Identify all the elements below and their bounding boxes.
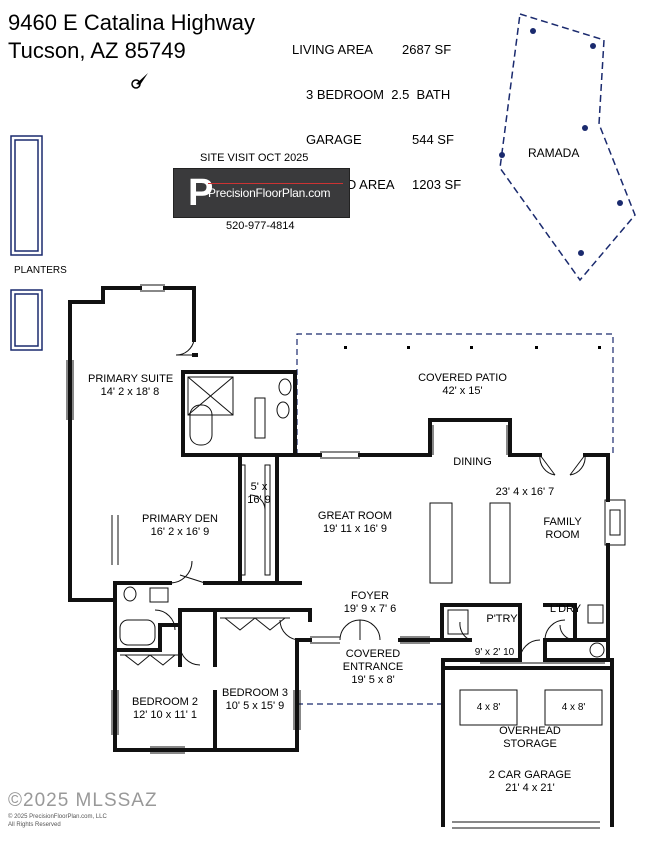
stat-value: 1203 SF — [412, 177, 462, 192]
compass-icon — [130, 70, 150, 90]
planter-icons — [10, 135, 43, 351]
mls-watermark: ©2025 MLSSAZ — [8, 790, 158, 811]
room-hall-closet: 9' x 2' 10 — [474, 647, 515, 658]
address-line-1: 9460 E Catalina Highway — [8, 10, 256, 35]
walls — [68, 286, 614, 827]
stat-label: LIVING AREA — [292, 42, 373, 57]
ramada-label: RAMADA — [528, 146, 580, 160]
logo-letter: P — [188, 172, 214, 214]
company-logo: P PrecisionFloorPlan.com — [173, 168, 350, 218]
stat-label: 3 BEDROOM 2.5 BATH — [306, 87, 451, 102]
site-visit-label: SITE VISIT OCT 2025 — [200, 152, 309, 164]
planters-label: PLANTERS — [14, 265, 67, 276]
room-dining: DINING — [453, 456, 492, 468]
stat-value: 2687 SF — [402, 42, 452, 57]
logo-text: PrecisionFloorPlan.com — [208, 186, 331, 200]
room-pantry: P'TRY — [486, 613, 518, 625]
stat-label: GARAGE — [306, 132, 362, 147]
storage-b: 4 x 8' — [561, 702, 586, 713]
address-line-2: Tucson, AZ 85749 — [8, 38, 186, 63]
storage-a: 4 x 8' — [476, 702, 501, 713]
room-laundry: L'DRY — [549, 603, 582, 615]
phone-number: 520-977-4814 — [226, 220, 295, 232]
room-dining-family-dims: 23' 4 x 16' 7 — [495, 486, 555, 498]
ramada-outline — [499, 13, 636, 282]
stat-value: 544 SF — [412, 132, 454, 147]
